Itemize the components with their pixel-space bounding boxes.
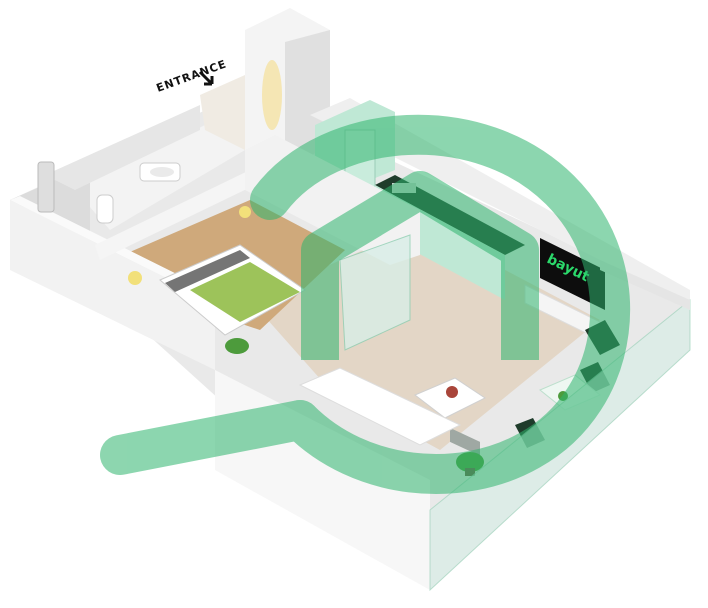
stove: [450, 427, 480, 456]
wardrobe-light: [262, 60, 282, 130]
coffee-table: [414, 377, 486, 419]
bedroom-plant: [225, 338, 249, 354]
sink-basin: [150, 167, 174, 177]
bedside-lamp-right: [239, 206, 251, 218]
bed-linen: [190, 262, 300, 322]
left-wall-face: [10, 200, 215, 370]
tv-screen: [540, 238, 605, 310]
bedside-lamp-left: [128, 271, 142, 285]
bathroom-partition: [95, 170, 255, 260]
bedroom-glass-partition: [339, 234, 411, 351]
bed-stripes: [165, 250, 250, 292]
table-flowers: [446, 386, 458, 398]
entrance-arrow-icon: [198, 70, 214, 86]
entrance-door-area: [200, 75, 245, 150]
bayut-watermark-icon: [100, 114, 631, 494]
shower-panel: [37, 161, 55, 213]
toilet: [96, 194, 114, 224]
bathroom-back-wall: [45, 105, 200, 190]
sofa-bench: [298, 367, 462, 446]
